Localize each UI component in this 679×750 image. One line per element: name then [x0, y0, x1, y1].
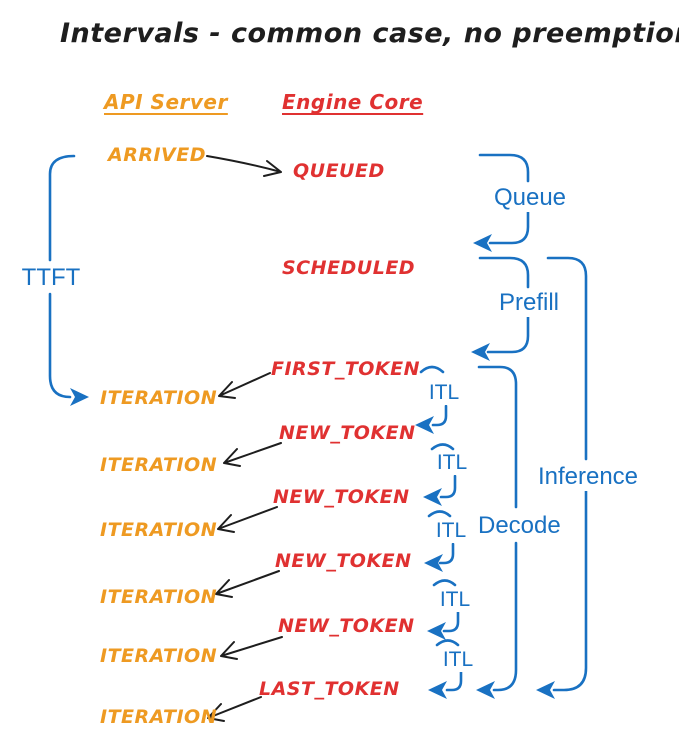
interval-label-prefill: Prefill [494, 289, 564, 317]
event-new-token-3: NEW_TOKEN [275, 550, 412, 572]
event-arrived: ARRIVED [108, 144, 206, 166]
event-new-token-2: NEW_TOKEN [273, 486, 410, 508]
interval-label-itl-4: ITL [437, 588, 473, 612]
ttft-arrowhead [70, 388, 89, 406]
itl-return-3 [438, 542, 455, 565]
event-iteration-5: ITERATION [100, 645, 218, 667]
interval-label-queue: Queue [492, 184, 568, 212]
arrow-arrived-queued [206, 155, 282, 177]
event-iteration-6: ITERATION [100, 706, 218, 728]
event-iteration-4: ITERATION [100, 586, 218, 608]
event-new-token-4: NEW_TOKEN [278, 615, 415, 637]
interval-label-itl-3: ITL [433, 519, 469, 543]
arrow-newtoken1-iteration [223, 442, 282, 467]
interval-label-itl-2: ITL [434, 451, 470, 475]
interval-label-inference: Inference [533, 463, 643, 491]
interval-label-itl-5: ITL [440, 648, 476, 672]
itl-arrowhead-3 [424, 554, 443, 572]
event-last-token: LAST_TOKEN [259, 678, 400, 700]
itl-return-1 [431, 404, 448, 427]
column-header-engine-core: Engine Core [282, 90, 424, 114]
arrow-newtoken2-iteration [217, 506, 278, 533]
queue-bracket-bottom [488, 209, 530, 245]
interval-label-ttft: TTFT [21, 264, 81, 292]
itl-hook-2 [430, 443, 455, 451]
event-iteration-2: ITERATION [100, 454, 218, 476]
itl-hook-5 [435, 639, 460, 647]
interval-label-decode: Decode [478, 512, 561, 540]
itl-arrowhead-5 [428, 681, 447, 699]
arrow-lasttoken-iteration [207, 696, 262, 722]
itl-hook-3 [427, 510, 452, 518]
prefill-bracket-bottom [486, 315, 530, 354]
arrow-newtoken4-iteration [220, 636, 283, 660]
ttft-bracket-top [48, 154, 76, 262]
itl-hook-4 [432, 579, 457, 587]
diagram-title: Intervals - common case, no preemptions [60, 18, 679, 49]
arrow-firsttoken-iteration [218, 372, 271, 399]
itl-arrowhead-1 [415, 416, 434, 434]
itl-arrowhead-2 [423, 488, 442, 506]
itl-return-5 [445, 669, 463, 692]
event-queued: QUEUED [293, 160, 385, 182]
event-scheduled: SCHEDULED [282, 257, 416, 279]
decode-bracket-bottom [492, 541, 518, 692]
event-new-token-1: NEW_TOKEN [279, 422, 416, 444]
event-iteration-3: ITERATION [100, 519, 218, 541]
itl-arrowhead-4 [427, 622, 446, 640]
prefill-bracket-top [478, 256, 530, 289]
event-iteration-1: ITERATION [100, 387, 218, 409]
inference-arrowhead [536, 681, 555, 699]
event-first-token: FIRST_TOKEN [271, 358, 421, 380]
queue-arrowhead [473, 234, 492, 252]
interval-label-itl-1: ITL [426, 381, 462, 405]
itl-return-4 [442, 610, 460, 633]
queue-bracket-top [478, 153, 530, 183]
ttft-bracket-bottom [48, 292, 72, 399]
itl-hook-1 [419, 365, 445, 374]
inference-bracket-bottom [552, 489, 588, 692]
inference-bracket-top [546, 256, 588, 461]
prefill-arrowhead [471, 343, 490, 361]
decode-bracket-top [477, 365, 518, 509]
column-header-api-server: API Server [104, 90, 228, 114]
arrow-newtoken3-iteration [215, 570, 280, 598]
itl-return-2 [439, 474, 457, 499]
decode-arrowhead [476, 681, 495, 699]
